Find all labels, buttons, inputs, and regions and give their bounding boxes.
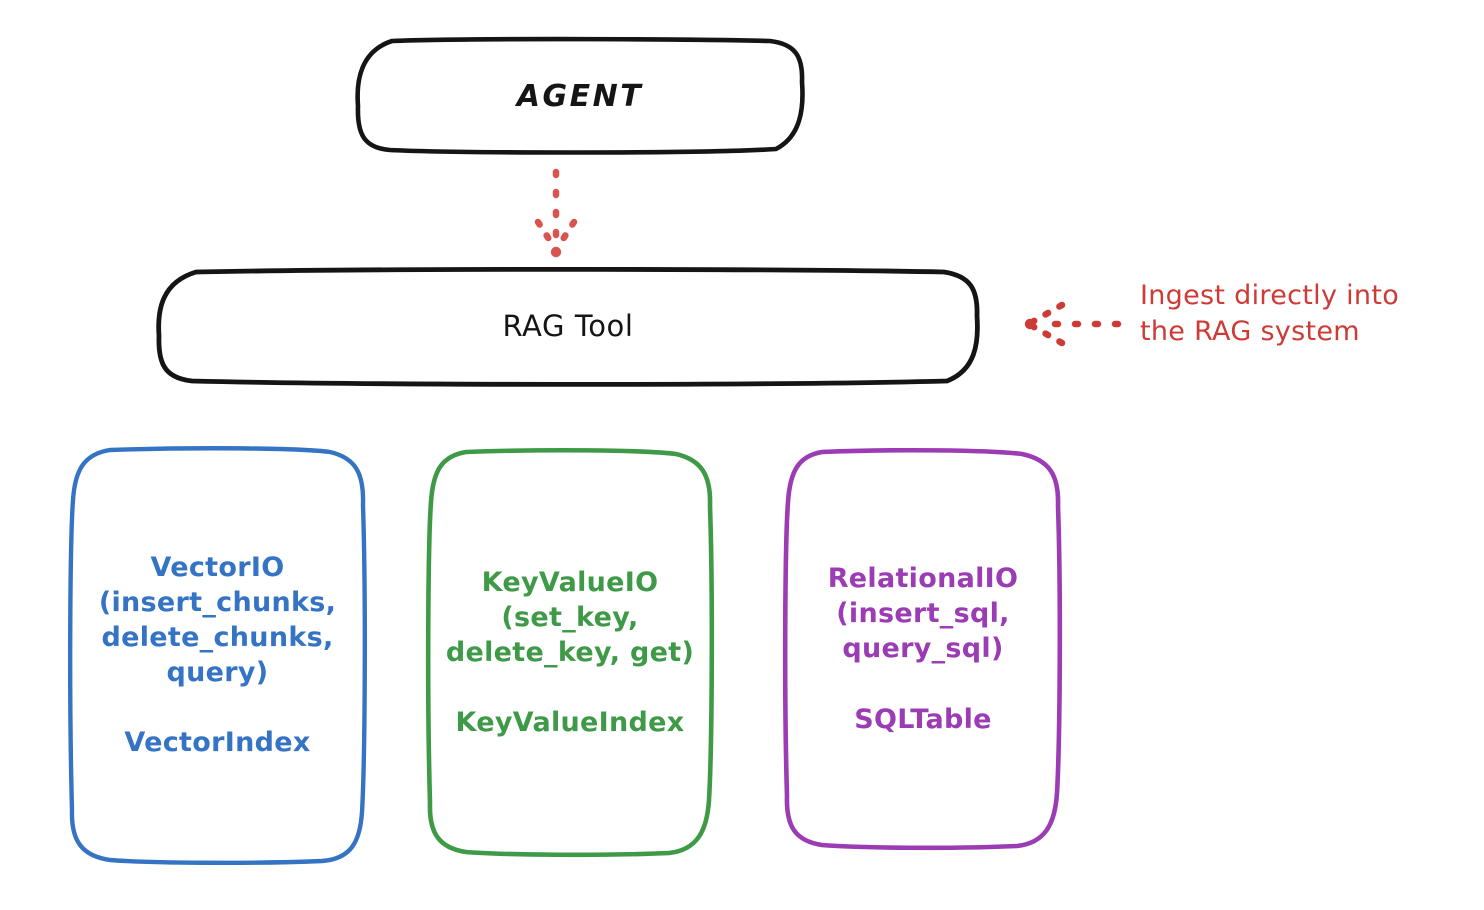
agent-to-rag-tool-arrow <box>534 168 578 258</box>
annotation-ingest-note: Ingest directly into the RAG system <box>1140 280 1400 348</box>
node-keyvalue-io[interactable]: KeyValueIO (set_key, delete_key, get) Ke… <box>428 450 712 855</box>
node-relational-io-label: RelationalIO (insert_sql, query_sql) SQL… <box>827 563 1019 735</box>
node-relational-io[interactable]: RelationalIO (insert_sql, query_sql) SQL… <box>786 450 1060 848</box>
node-vector-io-label: VectorIO (insert_chunks, delete_chunks, … <box>98 551 337 759</box>
node-rag-tool-label: RAG Tool <box>502 308 634 343</box>
node-vector-io[interactable]: VectorIO (insert_chunks, delete_chunks, … <box>70 448 365 862</box>
node-agent-label: AGENT <box>516 78 644 114</box>
node-agent[interactable]: AGENT <box>357 40 803 152</box>
node-rag-tool[interactable]: RAG Tool <box>158 270 978 383</box>
node-keyvalue-io-label: KeyValueIO (set_key, delete_key, get) Ke… <box>445 566 695 739</box>
ingest-arrow <box>1024 301 1122 347</box>
